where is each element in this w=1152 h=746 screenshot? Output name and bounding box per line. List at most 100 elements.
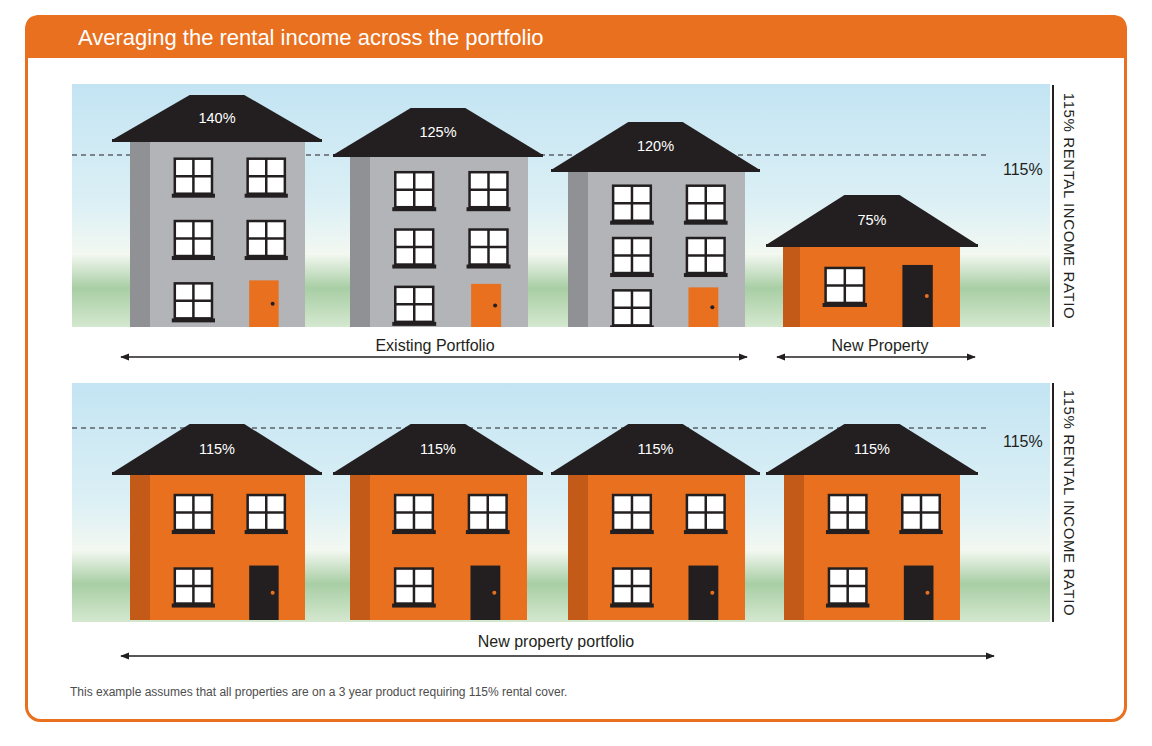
building-side bbox=[568, 170, 588, 327]
threshold-value: 115% bbox=[1003, 432, 1043, 452]
window bbox=[245, 221, 288, 260]
header-band bbox=[25, 15, 1127, 58]
building-side bbox=[350, 473, 370, 620]
building-front bbox=[150, 140, 305, 327]
window bbox=[684, 186, 728, 225]
roof bbox=[551, 122, 760, 170]
window bbox=[392, 287, 436, 326]
window bbox=[826, 569, 869, 608]
window bbox=[172, 159, 215, 198]
door bbox=[688, 566, 718, 620]
window bbox=[467, 172, 511, 211]
span-arrow bbox=[121, 356, 747, 358]
building-front bbox=[370, 155, 528, 327]
house: 120% bbox=[551, 122, 760, 327]
window bbox=[392, 230, 436, 269]
window bbox=[823, 268, 867, 307]
door-knob bbox=[493, 303, 497, 307]
window bbox=[172, 569, 215, 608]
door bbox=[471, 284, 501, 327]
door-knob bbox=[710, 305, 714, 309]
building-side bbox=[130, 473, 150, 620]
roof bbox=[333, 424, 543, 473]
group-label: New property portfolio bbox=[472, 632, 641, 652]
ratio-value: 115% bbox=[766, 439, 978, 459]
door bbox=[688, 287, 718, 327]
door-knob bbox=[492, 591, 496, 595]
window bbox=[172, 221, 215, 260]
ratio-value: 115% bbox=[112, 439, 322, 459]
window bbox=[466, 495, 510, 534]
building-side bbox=[350, 155, 370, 327]
house-outline bbox=[112, 95, 322, 327]
house: 75% bbox=[766, 195, 978, 327]
building-front bbox=[588, 170, 745, 327]
house: 115% bbox=[551, 424, 760, 620]
window bbox=[610, 186, 654, 225]
building-front bbox=[150, 473, 305, 620]
axis-bar bbox=[1052, 85, 1054, 327]
window bbox=[899, 495, 942, 534]
door-knob bbox=[271, 591, 275, 595]
window bbox=[245, 495, 288, 534]
house-outline bbox=[333, 108, 543, 327]
span-arrow bbox=[777, 356, 975, 358]
window bbox=[610, 238, 654, 277]
ratio-value: 120% bbox=[551, 136, 760, 156]
building-side bbox=[783, 245, 800, 327]
card-border bbox=[27, 17, 1126, 721]
window bbox=[826, 495, 869, 534]
axis-title: 115% RENTAL INCOME RATIO bbox=[1059, 93, 1079, 319]
ratio-value: 140% bbox=[112, 108, 322, 128]
roof bbox=[551, 424, 760, 473]
window bbox=[392, 495, 436, 534]
span-arrow bbox=[121, 655, 994, 657]
door-knob bbox=[925, 294, 929, 298]
door bbox=[249, 566, 278, 620]
sky-panel bbox=[72, 383, 1050, 622]
roof bbox=[333, 108, 543, 155]
building-side bbox=[784, 473, 804, 620]
building-front bbox=[804, 473, 960, 620]
house: 115% bbox=[333, 424, 543, 620]
door-knob bbox=[710, 591, 714, 595]
ratio-value: 125% bbox=[333, 122, 543, 142]
house: 115% bbox=[112, 424, 322, 620]
door bbox=[902, 265, 932, 327]
group-label: Existing Portfolio bbox=[369, 336, 500, 356]
building-front bbox=[588, 473, 745, 620]
roof bbox=[766, 195, 978, 245]
window bbox=[172, 495, 215, 534]
door bbox=[904, 566, 934, 620]
roof bbox=[766, 424, 978, 473]
building-front bbox=[800, 245, 960, 327]
title: Averaging the rental income across the p… bbox=[78, 24, 544, 52]
window bbox=[392, 569, 436, 608]
house: 125% bbox=[333, 108, 543, 327]
window bbox=[610, 569, 654, 608]
threshold-value: 115% bbox=[1003, 160, 1043, 180]
group-label: New Property bbox=[826, 336, 935, 356]
house: 115% bbox=[766, 424, 978, 620]
window bbox=[684, 495, 728, 534]
door bbox=[470, 566, 500, 620]
door-knob bbox=[925, 591, 929, 595]
window bbox=[467, 230, 511, 269]
ratio-value: 75% bbox=[766, 210, 978, 230]
ratio-value: 115% bbox=[333, 439, 543, 459]
building-side bbox=[568, 473, 588, 620]
ratio-value: 115% bbox=[551, 439, 760, 459]
house: 140% bbox=[112, 95, 322, 327]
roof bbox=[112, 95, 322, 140]
window bbox=[392, 172, 436, 211]
axis-bar bbox=[1052, 383, 1054, 622]
window bbox=[610, 290, 654, 327]
window bbox=[172, 283, 215, 322]
roof bbox=[112, 424, 322, 473]
building-front bbox=[370, 473, 527, 620]
sky-panel bbox=[72, 84, 1050, 327]
caption: This example assumes that all properties… bbox=[70, 684, 567, 700]
building-side bbox=[130, 140, 150, 327]
axis-title: 115% RENTAL INCOME RATIO bbox=[1059, 390, 1079, 616]
